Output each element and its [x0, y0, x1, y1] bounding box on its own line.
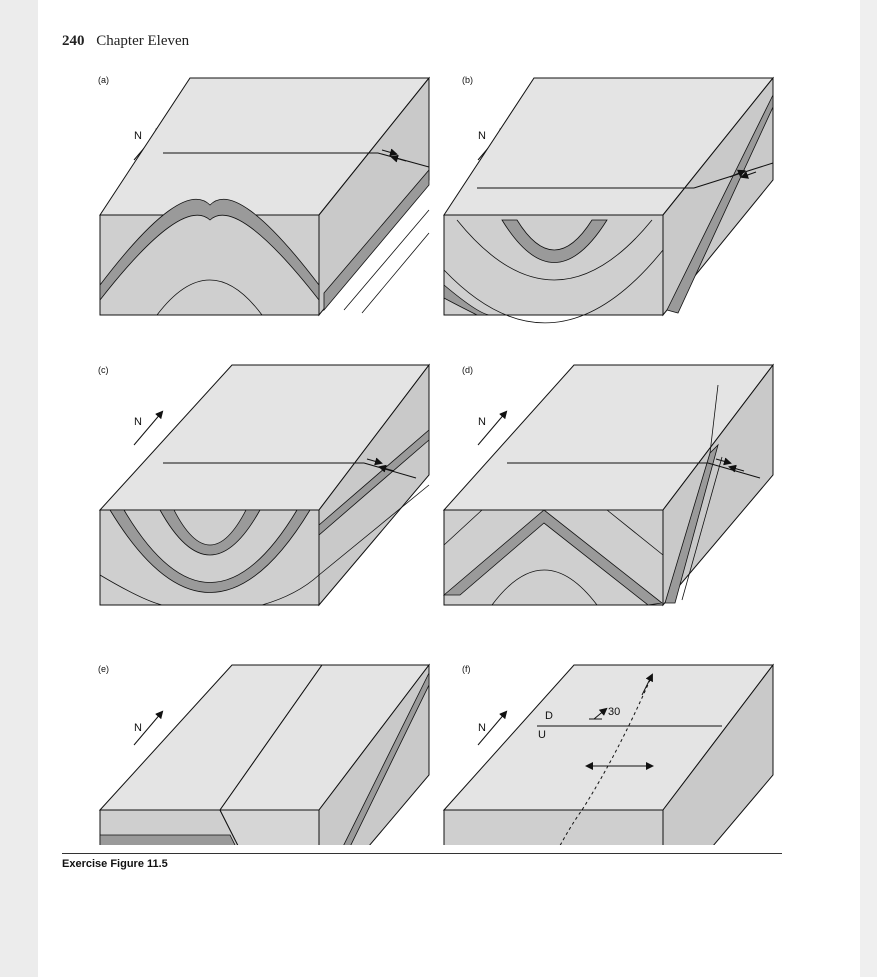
- fault-trace-side: [363, 462, 417, 479]
- slip-arrow-icon: [715, 457, 732, 466]
- slip-arrow-icon: [366, 457, 383, 466]
- north-label: N: [478, 130, 486, 142]
- block-diagram-e: (e) N: [98, 663, 431, 845]
- chapter-title: Chapter Eleven: [96, 33, 190, 49]
- north-label: N: [134, 416, 142, 428]
- caption-rule: [62, 853, 782, 854]
- running-header: 240 Chapter Eleven: [62, 33, 189, 50]
- figure-caption: Exercise Figure 11.5: [62, 858, 168, 870]
- north-arrow-icon: [133, 710, 164, 746]
- panel-label-a: (a): [98, 75, 109, 85]
- block-diagram-a: (a) N: [98, 75, 431, 317]
- side-layer: [343, 672, 430, 845]
- dip-value: 30: [608, 706, 620, 718]
- panel-label-d: (d): [462, 365, 473, 375]
- side-layer: [323, 168, 430, 312]
- block-front-face: [443, 509, 664, 606]
- side-layer: [318, 429, 430, 536]
- fold-layer: [99, 198, 320, 302]
- north-arrow-icon: [133, 410, 164, 446]
- fold-contact: [156, 279, 263, 316]
- side-layer: [666, 94, 774, 314]
- panel-label-c: (c): [98, 365, 109, 375]
- fold-layer: [443, 284, 493, 316]
- panel-label-e: (e): [98, 664, 109, 674]
- block-front-face: [443, 809, 664, 845]
- exercise-figure: (a) N (b) N (c) N: [98, 75, 775, 845]
- page-number: 240: [62, 33, 85, 49]
- slip-arrow-icon: [378, 464, 395, 473]
- block-side-face: [662, 663, 774, 845]
- side-contacts: [681, 384, 723, 601]
- north-label: N: [478, 722, 486, 734]
- flat-layer: [99, 834, 236, 845]
- north-arrow-icon: [477, 710, 508, 746]
- fault-scarp-face: [219, 809, 320, 845]
- plunge-arrow-icon: [641, 673, 653, 696]
- side-contacts: [343, 209, 430, 314]
- block-diagram-c: (c) N: [98, 363, 431, 607]
- fold-contact: [443, 509, 664, 606]
- side-contacts: [318, 484, 430, 576]
- fold-layer: [501, 219, 608, 263]
- block-diagram-d: (d) N: [442, 363, 775, 607]
- page-margin: [860, 0, 877, 977]
- slip-arrow-icon: [390, 154, 407, 163]
- panel-label-f: (f): [462, 664, 471, 674]
- slip-arrow-icon: [740, 171, 757, 179]
- dip-arrow-icon: [593, 707, 608, 720]
- upthrown-label: U: [538, 729, 546, 741]
- fold-layer: [109, 509, 311, 593]
- panel-label-b: (b): [462, 75, 473, 85]
- block-side-face: [318, 663, 430, 845]
- slip-arrow-icon: [381, 148, 398, 157]
- fold-layer: [159, 509, 261, 556]
- block-diagram-b: (b) N: [443, 75, 775, 324]
- fold-layer: [442, 509, 663, 606]
- north-label: N: [134, 130, 142, 142]
- block-diagram-f: (f) N D U 30: [442, 663, 775, 845]
- fold-contact: [443, 219, 664, 324]
- block-front-face: [443, 214, 664, 316]
- downthrown-label: D: [545, 710, 553, 722]
- block-front-face: [99, 214, 320, 316]
- north-arrow-icon: [477, 410, 508, 446]
- side-layer: [664, 443, 719, 604]
- fold-contact: [99, 574, 320, 606]
- slip-arrow-icon: [728, 464, 745, 473]
- north-label: N: [134, 722, 142, 734]
- north-label: N: [478, 416, 486, 428]
